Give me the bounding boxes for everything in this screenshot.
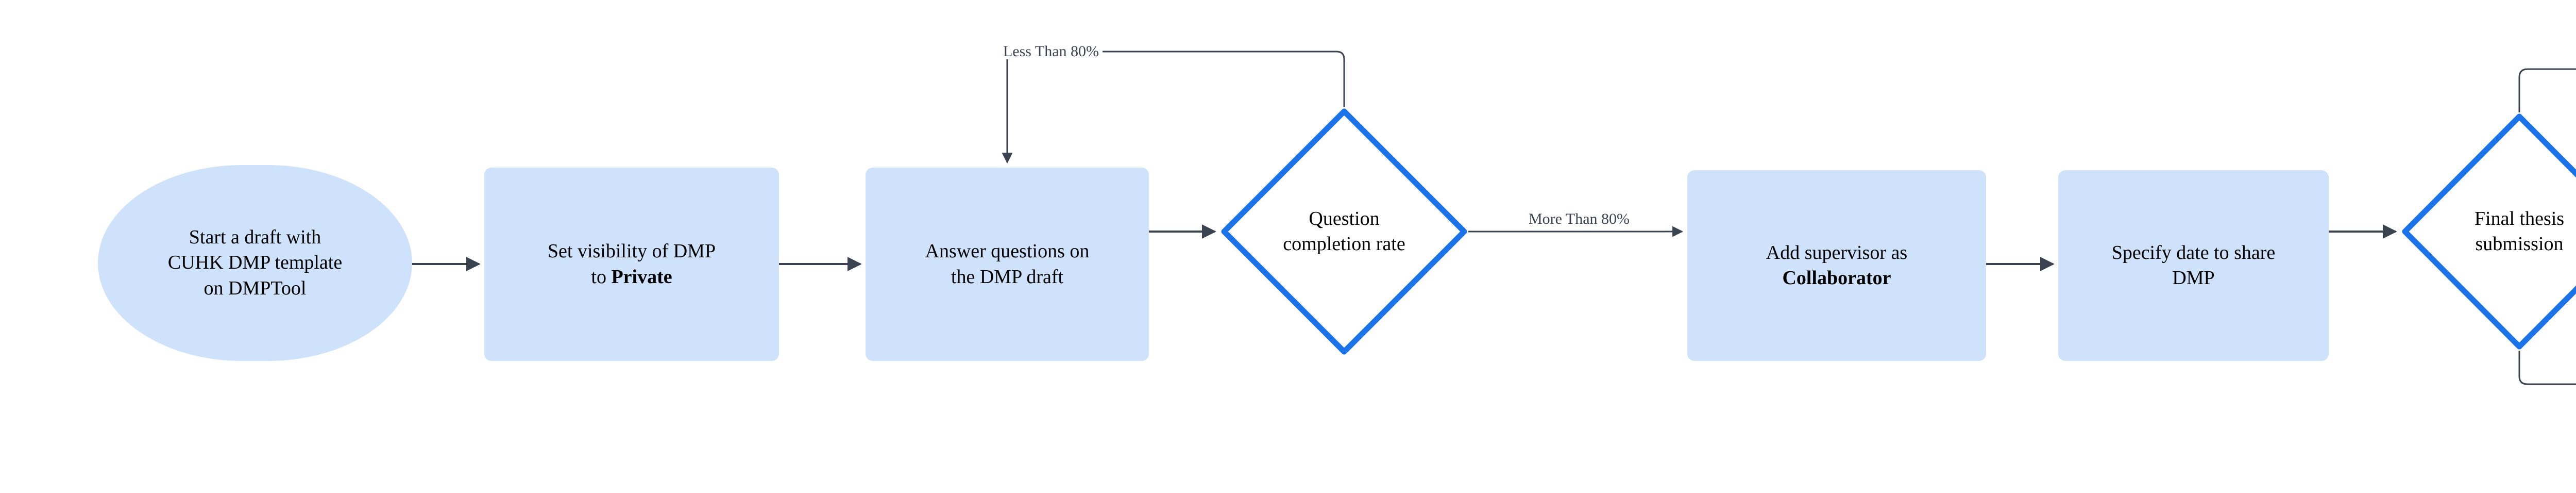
node-set-visibility-text: Set visibility of DMP to bbox=[547, 240, 716, 288]
node-add-supervisor[interactable]: Add supervisor as Collaborator bbox=[1687, 170, 1986, 361]
node-set-visibility-label: Set visibility of DMP to Private bbox=[484, 239, 779, 290]
node-start[interactable]: Start a draft with CUHK DMP template on … bbox=[98, 165, 412, 361]
node-answer-questions-label: Answer questions on the DMP draft bbox=[925, 240, 1090, 288]
node-add-supervisor-emphasis: Collaborator bbox=[1782, 267, 1891, 289]
edge-label-more-than-80: More Than 80% bbox=[1524, 211, 1634, 227]
node-final-thesis-submission[interactable]: Final thesis submission bbox=[2401, 112, 2576, 351]
node-start-label: Start a draft with CUHK DMP template on … bbox=[167, 226, 343, 299]
node-question-completion-rate[interactable]: Question completion rate bbox=[1220, 107, 1468, 356]
edge-label-less-than-80: Less Than 80% bbox=[999, 44, 1103, 59]
node-answer-questions[interactable]: Answer questions on the DMP draft bbox=[866, 168, 1149, 361]
node-specify-date-label: Specify date to share DMP bbox=[2111, 241, 2276, 289]
node-question-completion-rate-label: Question completion rate bbox=[1283, 207, 1405, 255]
connector-embargo bbox=[2518, 351, 2576, 385]
node-set-visibility-emphasis: Private bbox=[611, 266, 672, 288]
diamond-shape-question-completion-rate bbox=[1221, 108, 1467, 355]
node-add-supervisor-label: Add supervisor as Collaborator bbox=[1687, 240, 1986, 291]
node-final-thesis-submission-label: Final thesis submission bbox=[2474, 207, 2565, 255]
diamond-shape-final-thesis-submission bbox=[2402, 113, 2576, 350]
node-set-visibility[interactable]: Set visibility of DMP to Private bbox=[484, 168, 779, 361]
node-specify-date[interactable]: Specify date to share DMP bbox=[2058, 170, 2329, 361]
node-add-supervisor-text: Add supervisor as bbox=[1766, 241, 1908, 264]
